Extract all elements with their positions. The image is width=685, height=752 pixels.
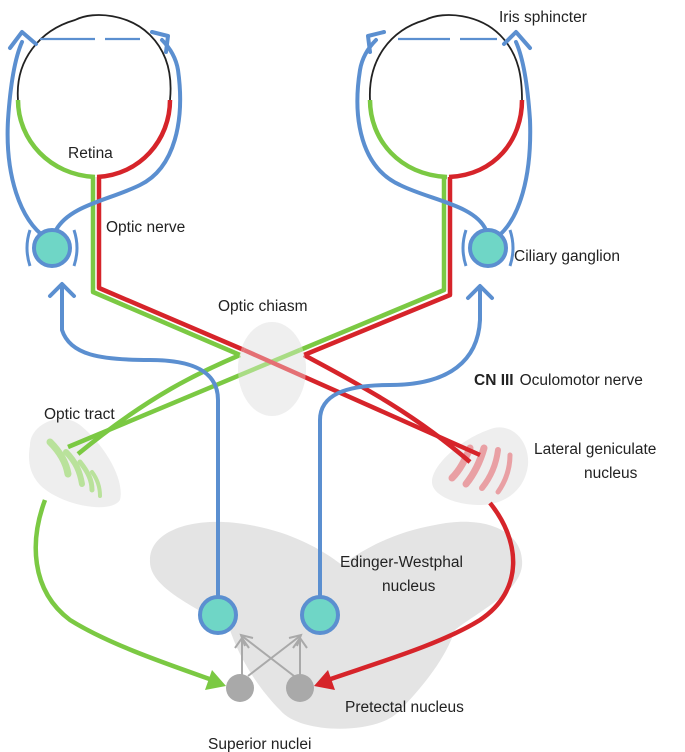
left-ciliary-ganglion	[25, 228, 79, 268]
chiasm-tint	[238, 322, 306, 416]
right-lgn	[432, 427, 529, 505]
label-lgn-line1: Lateral geniculate	[534, 441, 656, 458]
right-iris-arrow-2	[366, 30, 386, 54]
left-optic-nerve-green	[90, 177, 241, 358]
right-iris-arrow-1	[502, 30, 532, 50]
right-pretectal-nucleus	[286, 674, 314, 702]
label-ew-line1: Edinger-Westphal	[340, 554, 463, 571]
optic-tract-red-2	[302, 353, 472, 464]
label-retina: Retina	[68, 145, 113, 162]
label-superior-nuclei: Superior nuclei	[208, 736, 311, 752]
right-eye	[369, 14, 523, 101]
left-short-ciliary-outer	[5, 40, 48, 240]
label-iris-sphincter: Iris sphincter	[499, 9, 587, 26]
right-cn3-efferent	[318, 288, 482, 602]
red-arrowhead	[314, 670, 335, 690]
label-optic-chiasm: Optic chiasm	[218, 298, 308, 315]
right-retina-green	[367, 99, 448, 180]
label-ciliary-ganglion: Ciliary ganglion	[514, 248, 620, 265]
label-cn3-name: Oculomotor nerve	[520, 372, 643, 389]
left-eye	[16, 14, 172, 101]
right-cn3-arrowhead	[466, 284, 494, 300]
right-optic-nerve-red	[303, 177, 453, 358]
left-iris-arrow-1	[8, 30, 38, 50]
left-pretectal-nucleus	[226, 674, 254, 702]
label-lgn-line2: nucleus	[584, 465, 638, 482]
label-optic-nerve: Optic nerve	[106, 219, 185, 236]
label-cn3: CN III Oculomotor nerve	[474, 372, 643, 389]
right-short-ciliary-outer	[494, 40, 533, 240]
right-short-ciliary-inner	[355, 38, 488, 232]
label-pretectal: Pretectal nucleus	[345, 699, 464, 716]
label-ew-line2: nucleus	[382, 578, 436, 595]
left-ew-nucleus	[198, 595, 238, 635]
left-short-ciliary-inner	[54, 38, 183, 232]
left-lgn	[29, 418, 121, 508]
green-arrowhead	[205, 670, 226, 690]
green-to-pretectal	[33, 499, 219, 685]
left-cn3-efferent	[60, 286, 220, 602]
left-iris-arrow-2	[150, 30, 170, 54]
label-optic-tract: Optic tract	[44, 406, 115, 423]
left-retina-green	[15, 99, 96, 180]
label-cn3-bold: CN III	[474, 372, 514, 389]
left-cn3-arrowhead	[48, 282, 76, 298]
red-to-pretectal	[321, 501, 516, 685]
left-optic-nerve-red	[96, 177, 245, 353]
left-retina-red	[96, 99, 173, 180]
right-ew-nucleus	[300, 595, 340, 635]
pretectal-to-ew-arrows	[234, 633, 308, 678]
right-retina-red	[448, 99, 525, 180]
optic-chiasm-shape	[238, 322, 306, 416]
right-ciliary-ganglion	[461, 228, 515, 268]
right-optic-nerve-green	[299, 177, 447, 353]
optic-tract-green-2	[76, 352, 241, 456]
